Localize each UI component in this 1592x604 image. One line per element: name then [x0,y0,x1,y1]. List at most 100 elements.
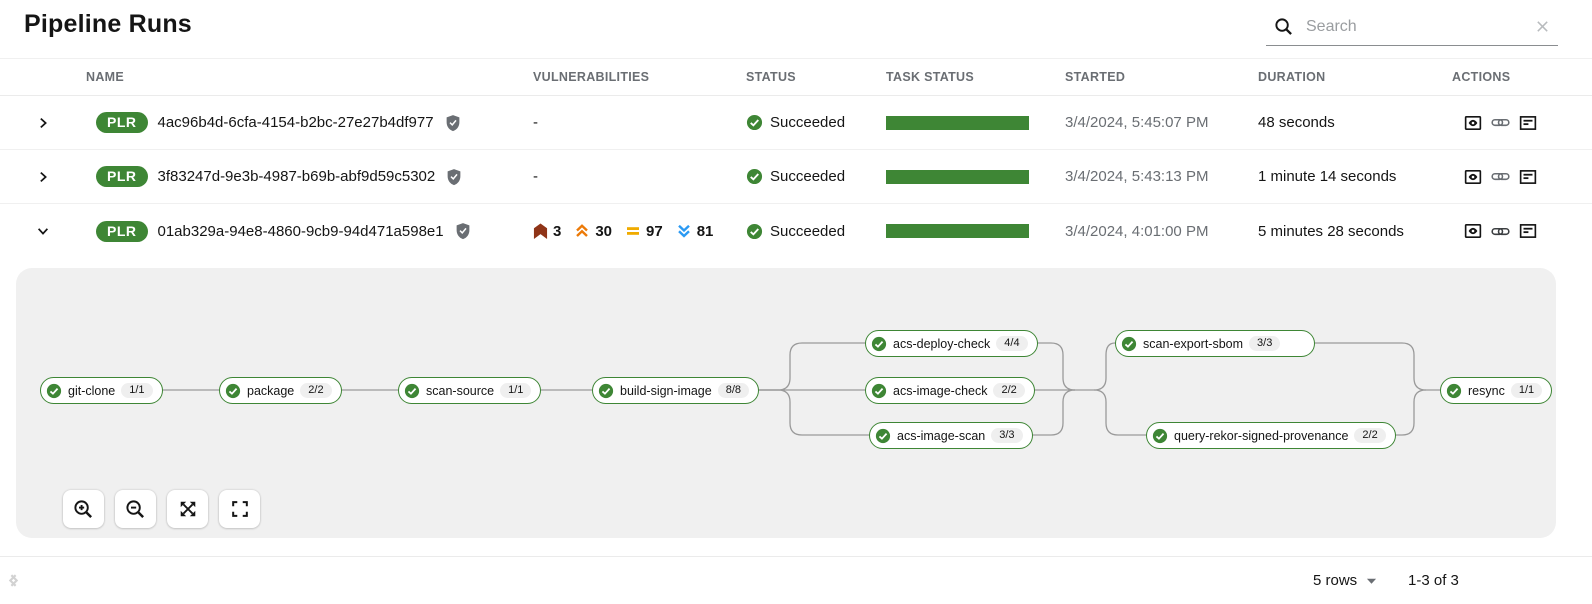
column-header-status: STATUS [746,70,796,84]
task-node-acs-image-scan[interactable]: acs-image-scan 3/3 [869,422,1033,449]
task-name: acs-deploy-check [893,336,991,351]
view-output-button[interactable] [1464,114,1482,132]
chevron-down-icon [36,224,50,238]
task-node-resync[interactable]: resync 1/1 [1440,377,1553,404]
fit-to-screen-button[interactable] [167,490,208,528]
table-header: NAME VULNERABILITIES STATUS TASK STATUS … [0,58,1592,96]
severity-high: 30 [574,223,612,240]
column-header-duration: DURATION [1258,70,1326,84]
table-row: PLR 01ab329a-94e8-4860-9cb9-94d471a598e1… [0,204,1592,258]
status-label: Succeeded [770,222,846,240]
chevron-right-icon [36,170,50,184]
success-status-icon [746,168,763,185]
expand-row-button[interactable] [30,164,56,190]
task-name: package [247,383,295,398]
signed-shield-icon [454,222,472,240]
task-success-icon [598,383,614,399]
task-success-icon [871,383,887,399]
expand-arrows-icon [178,499,198,519]
task-name: git-clone [68,383,116,398]
logs-icon [1519,222,1537,240]
clear-search-button[interactable] [1535,19,1550,34]
close-icon [1535,19,1550,34]
pipeline-run-name[interactable]: 01ab329a-94e8-4860-9cb9-94d471a598e1 [157,222,444,240]
task-success-icon [225,383,241,399]
task-node-build-sign-image[interactable]: build-sign-image 8/8 [592,377,760,404]
fullscreen-button[interactable] [219,490,260,528]
copy-link-button[interactable] [1491,113,1510,132]
collapse-row-button[interactable] [30,218,56,244]
copy-link-button[interactable] [1491,167,1510,186]
task-step-count: 2/2 [300,383,332,398]
rows-per-page-dropdown[interactable]: 5 rows [1313,557,1377,604]
view-logs-button[interactable] [1519,222,1537,240]
task-step-count: 1/1 [121,383,153,398]
copy-link-button[interactable] [1491,222,1510,241]
task-node-git-clone[interactable]: git-clone 1/1 [40,377,163,404]
task-node-acs-image-check[interactable]: acs-image-check 2/2 [865,377,1035,404]
view-output-button[interactable] [1464,168,1482,186]
task-step-count: 8/8 [717,383,750,398]
signed-shield-icon [444,114,462,132]
link-icon [1491,167,1510,186]
task-node-scan-export-sbom[interactable]: scan-export-sbom 3/3 [1115,330,1315,357]
pipeline-graph-edges [150,342,1444,436]
task-status-bar [886,115,1029,130]
next-page-button[interactable] [0,568,26,594]
critical-severity-icon [533,223,548,240]
eye-icon [1464,114,1482,132]
signed-shield-icon [445,168,463,186]
task-step-count: 1/1 [500,383,532,398]
task-status-bar [886,169,1029,184]
view-output-button[interactable] [1464,222,1482,240]
task-node-acs-deploy-check[interactable]: acs-deploy-check 4/4 [865,330,1038,357]
chevron-right-icon [36,116,50,130]
pipeline-run-name[interactable]: 3f83247d-9e3b-4987-b69b-abf9d59c5302 [157,168,436,185]
task-step-count: 2/2 [993,383,1025,398]
logs-icon [1519,114,1537,132]
task-node-package[interactable]: package 2/2 [219,377,342,404]
column-header-actions: ACTIONS [1452,70,1511,84]
task-name: resync [1468,383,1505,398]
column-header-name: NAME [86,70,125,84]
vulnerabilities-empty: - [533,168,538,185]
task-status-bar [886,224,1029,238]
task-name: scan-source [426,383,495,398]
task-node-query-rekor-signed-provenance[interactable]: query-rekor-signed-provenance 2/2 [1146,422,1396,449]
plr-badge: PLR [96,166,148,187]
pagination-range: 1-3 of 3 [1408,572,1459,589]
status-label: Succeeded [770,168,846,185]
zoom-out-icon [125,499,146,520]
task-name: scan-export-sbom [1143,336,1244,351]
started-timestamp: 3/4/2024, 5:45:07 PM [1065,114,1209,131]
task-success-icon [1152,428,1168,444]
table-footer: 5 rows 1-3 of 3 [0,556,1592,604]
task-step-count: 3/3 [991,428,1023,443]
graph-controls [63,490,260,528]
task-success-icon [875,428,891,444]
zoom-in-button[interactable] [63,490,104,528]
task-name: acs-image-check [893,383,988,398]
task-node-scan-source[interactable]: scan-source 1/1 [398,377,542,404]
medium-severity-icon [625,223,641,239]
search-icon [1274,17,1293,36]
expand-row-button[interactable] [30,110,56,136]
search-input[interactable] [1306,17,1522,36]
plr-badge: PLR [96,220,148,242]
started-timestamp: 3/4/2024, 5:43:13 PM [1065,168,1209,185]
view-logs-button[interactable] [1519,114,1537,132]
task-step-count: 2/2 [1354,428,1386,443]
task-name: acs-image-scan [897,428,986,443]
task-success-icon [404,383,420,399]
pipeline-run-name[interactable]: 4ac96b4d-6cfa-4154-b2bc-27e27b4df977 [157,114,434,131]
table-row: PLR 4ac96b4d-6cfa-4154-b2bc-27e27b4df977… [0,96,1592,150]
link-icon [1491,222,1510,241]
duration-value: 5 minutes 28 seconds [1258,222,1404,240]
view-logs-button[interactable] [1519,168,1537,186]
zoom-out-button[interactable] [115,490,156,528]
severity-critical: 3 [533,223,561,240]
low-severity-icon [676,223,692,239]
success-status-icon [746,223,763,240]
task-success-icon [1121,336,1137,352]
